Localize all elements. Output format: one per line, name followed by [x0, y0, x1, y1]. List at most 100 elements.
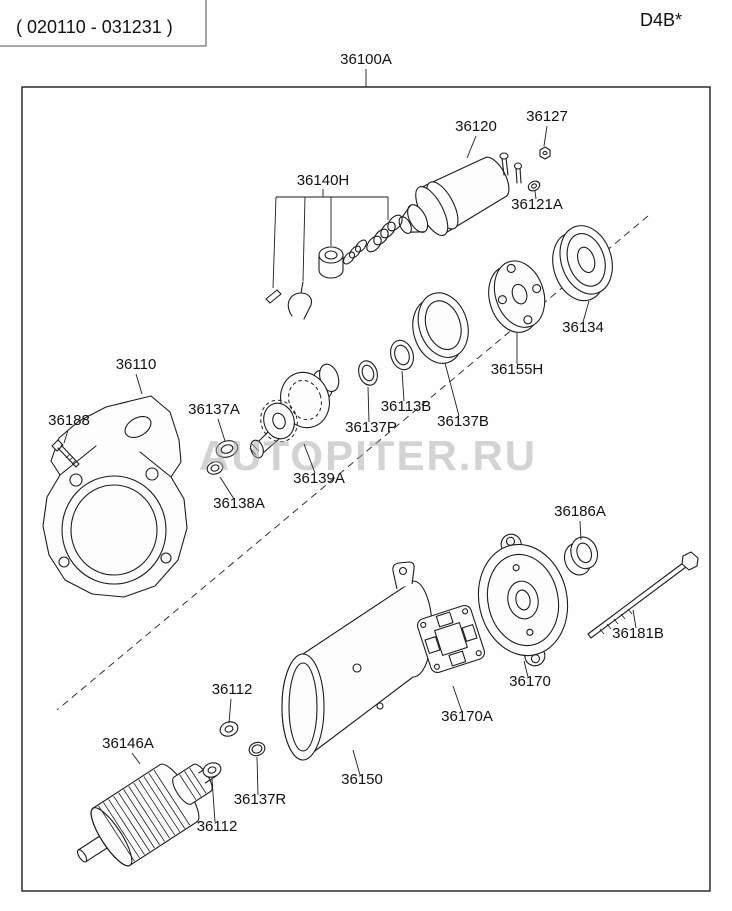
- leader-36137B: [444, 362, 460, 417]
- brush: [424, 636, 441, 654]
- coil: [343, 251, 355, 265]
- part-36120-magnetic-switch: [398, 152, 523, 236]
- bushing-bore: [576, 542, 593, 564]
- part-label-36137P: 36137P: [345, 419, 397, 436]
- coil: [387, 214, 403, 232]
- watermark: AUTOPITER.RU: [199, 432, 537, 479]
- bushing-front: [570, 536, 599, 570]
- part-36170-rear-bracket: [477, 533, 569, 667]
- bolt-hole: [160, 552, 172, 564]
- flange-rim: [61, 475, 167, 585]
- leader-36120: [466, 135, 477, 159]
- part-label-36134: 36134: [562, 319, 604, 336]
- part-label-36146A: 36146A: [102, 735, 154, 752]
- pinion-gear: [260, 399, 298, 443]
- detail: [526, 628, 534, 636]
- part-36140H-brush-spring-set: [265, 214, 403, 320]
- part-36121A-washer: [527, 180, 541, 192]
- part-label-36137B: 36137B: [437, 413, 489, 430]
- part-label-36110: 36110: [116, 356, 157, 373]
- cover-bore: [577, 246, 596, 274]
- ring-bore: [210, 464, 220, 472]
- top-opening: [124, 415, 152, 439]
- part-36139A-clutch-pinion: [249, 363, 340, 459]
- model-code-label: D4B*: [640, 10, 682, 30]
- spring-large: [366, 214, 403, 253]
- part-36186A-bushing: [563, 536, 599, 576]
- brush: [448, 650, 467, 667]
- ring-bore: [220, 444, 234, 454]
- part-36113B-washer: [390, 339, 414, 371]
- washer: [202, 762, 222, 778]
- part-label-36188: 36188: [48, 412, 90, 429]
- bolt-hole: [69, 473, 83, 487]
- detail: [420, 621, 427, 628]
- part-36170A-brush-holder: [416, 604, 486, 674]
- terminal-tab: [392, 561, 415, 590]
- center-bore: [511, 283, 528, 305]
- part-36150-yoke: [281, 561, 433, 761]
- hole: [497, 295, 507, 305]
- leader-36170A: [452, 685, 463, 713]
- brush: [461, 624, 478, 642]
- bearing-bore: [515, 589, 531, 611]
- detail: [272, 412, 286, 430]
- pin: [265, 289, 282, 304]
- hole: [523, 315, 533, 325]
- leader-36150: [352, 749, 361, 776]
- ring: [390, 339, 414, 371]
- solenoid-body: [398, 156, 510, 236]
- date-range-box: [0, 0, 207, 47]
- part-36112-washer-lower: [202, 762, 222, 778]
- washer: [219, 721, 239, 737]
- part-label-36112-upper: 36112: [212, 681, 253, 698]
- part-36155H-brake-plate: [488, 260, 546, 333]
- coil: [349, 245, 361, 259]
- part-36134-rear-cover: [552, 225, 613, 302]
- ring-bore: [251, 744, 263, 754]
- terminal-cap: [513, 162, 523, 170]
- tab-hole: [398, 566, 408, 576]
- part-36110-front-bracket: [42, 395, 188, 598]
- part-36188-bolt: [51, 439, 80, 468]
- detail: [512, 564, 520, 572]
- part-36137A-stop-ring: [215, 440, 239, 458]
- bracket-rim: [486, 553, 560, 647]
- bushing-top: [318, 246, 344, 264]
- leader-36127: [543, 125, 548, 147]
- cover-front: [559, 225, 613, 295]
- part-label-36170A: 36170A: [441, 708, 493, 725]
- ring-front: [417, 292, 469, 358]
- detail: [462, 608, 469, 615]
- leader-36140H: [272, 189, 389, 289]
- coil: [373, 228, 389, 246]
- part-36112-washer-upper: [219, 721, 239, 737]
- detail: [352, 663, 362, 673]
- detail: [263, 402, 295, 440]
- coil: [366, 235, 382, 253]
- nut-hex: [539, 146, 551, 160]
- leader-36134: [582, 300, 590, 323]
- leader-36139A: [303, 443, 316, 474]
- coil: [380, 221, 396, 239]
- bolt-head: [681, 551, 699, 571]
- shaft-tip: [76, 849, 88, 863]
- holder-window: [434, 622, 468, 656]
- bearing-boss: [507, 580, 539, 620]
- gear-teeth: [260, 399, 298, 443]
- part-36137R-snap-ring: [248, 741, 266, 757]
- part-label-36121A: 36121A: [511, 196, 563, 213]
- coil: [355, 239, 367, 253]
- part-label-36100A: 36100A: [340, 51, 392, 68]
- leader-36110: [135, 373, 143, 395]
- spline-hatch: [249, 443, 260, 456]
- spring-small: [343, 239, 367, 265]
- washer-bore: [224, 725, 234, 733]
- leader-36170: [523, 660, 529, 678]
- yoke-open-end: [281, 653, 325, 761]
- part-label-36181B: 36181B: [612, 625, 664, 642]
- cover-rim: [566, 233, 606, 287]
- part-label-36137A: 36137A: [188, 401, 240, 418]
